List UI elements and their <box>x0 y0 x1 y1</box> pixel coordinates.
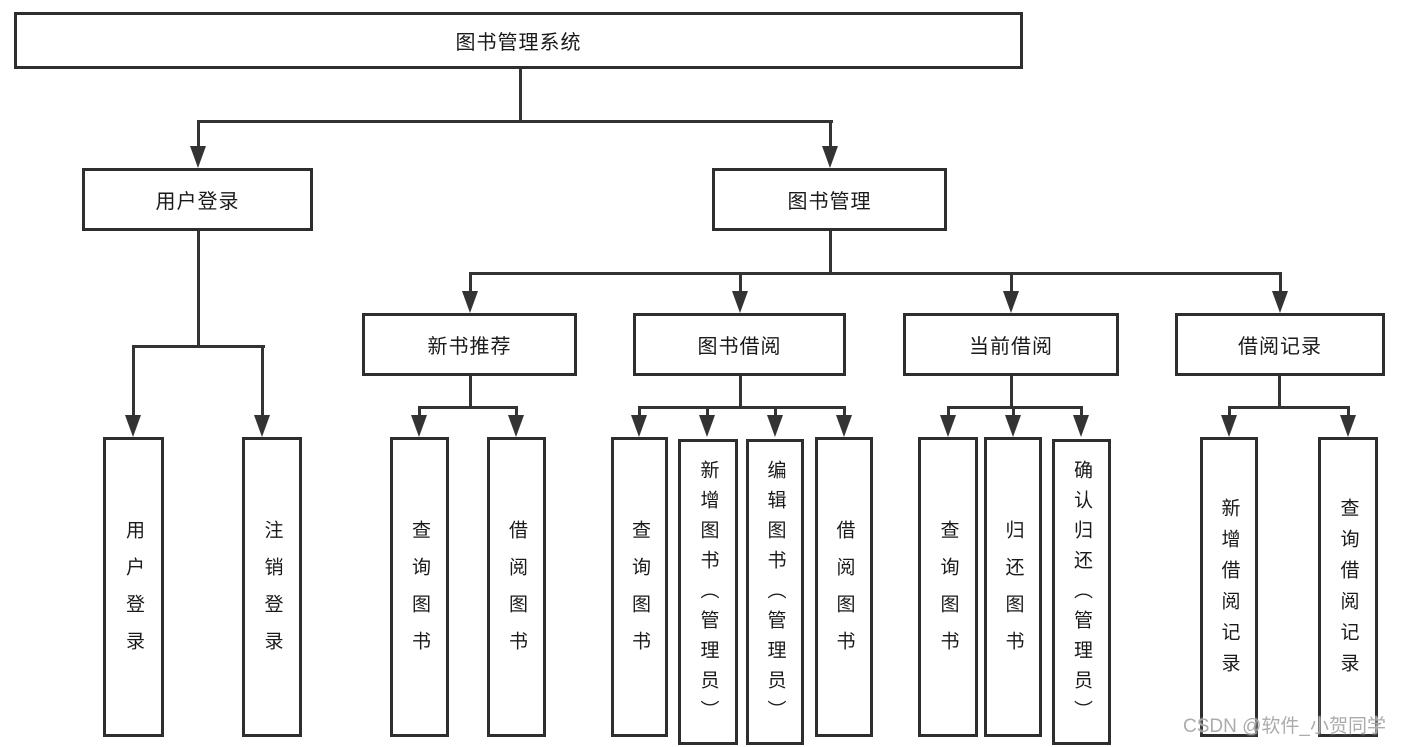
arrow-to-user-login-icon <box>190 146 206 168</box>
edge-group0-stem <box>469 376 472 409</box>
arrow-g1-c0-icon <box>631 415 647 437</box>
edge-to-current <box>1010 272 1013 293</box>
edge-level3-bus <box>469 272 1282 275</box>
node-query-books-1: 查询图书 <box>390 437 449 737</box>
edge-to-new-books <box>469 272 472 293</box>
edge-to-book-mgmt <box>829 120 832 148</box>
edge-g1-c3 <box>843 406 846 418</box>
node-query-borrow-record: 查询借阅记录 <box>1318 437 1378 737</box>
arrow-g1-c3-icon <box>836 415 852 437</box>
edge-g1-c0 <box>638 406 641 418</box>
node-new-book-recommend: 新书推荐 <box>362 313 577 376</box>
edge-g2-c0 <box>947 406 950 418</box>
edge-g2-c2 <box>1080 406 1083 418</box>
node-query-books-2: 查询图书 <box>611 437 668 737</box>
arrow-to-records-icon <box>1272 291 1288 313</box>
arrow-to-book-mgmt-icon <box>822 146 838 168</box>
node-add-borrow-record: 新增借阅记录 <box>1200 437 1258 737</box>
arrow-g2-c0-icon <box>940 415 956 437</box>
edge-root-stem <box>519 69 522 122</box>
arrow-g1-c1-icon <box>699 415 715 437</box>
node-confirm-return-admin: 确认归还（管理员） <box>1052 439 1111 745</box>
edge-group3-stem <box>1278 376 1281 409</box>
edge-user-login-bus <box>132 345 265 348</box>
edge-g1-c2 <box>774 406 777 418</box>
node-query-books-3: 查询图书 <box>918 437 978 737</box>
edge-level2-bus <box>197 120 833 123</box>
node-return-books: 归还图书 <box>984 437 1042 737</box>
edge-to-user-login <box>197 120 200 148</box>
node-borrow-books-1: 借阅图书 <box>487 437 546 737</box>
watermark: CSDN @软件_小贺同学 <box>1183 716 1386 737</box>
arrow-g1-c2-icon <box>767 415 783 437</box>
edge-book-mgmt-stem <box>829 231 832 275</box>
edge-g2-c1 <box>1012 406 1015 418</box>
edge-to-records <box>1279 272 1282 293</box>
edge-group0-bus <box>418 406 518 409</box>
edge-g0-c0 <box>418 406 421 418</box>
node-login: 用户登录 <box>103 437 164 737</box>
edge-group2-stem <box>1010 376 1013 409</box>
arrow-g3-c0-icon <box>1221 415 1237 437</box>
node-root: 图书管理系统 <box>14 12 1023 69</box>
edge-g1-c1 <box>706 406 709 418</box>
node-borrow-books-2: 借阅图书 <box>815 437 873 737</box>
node-book-management: 图书管理 <box>712 168 947 231</box>
edge-group3-bus <box>1228 406 1349 409</box>
arrow-g0-c1-icon <box>508 415 524 437</box>
arrow-to-borrowing-icon <box>732 291 748 313</box>
node-logout: 注销登录 <box>242 437 302 737</box>
arrow-to-logout-icon <box>254 415 270 437</box>
edge-g3-c1 <box>1347 406 1350 418</box>
arrow-to-login-icon <box>125 415 141 437</box>
node-add-books-admin: 新增图书（管理员） <box>678 439 738 745</box>
arrow-g2-c2-icon <box>1073 415 1089 437</box>
arrow-g0-c0-icon <box>411 415 427 437</box>
edge-group1-bus <box>638 406 846 409</box>
arrow-g2-c1-icon <box>1005 415 1021 437</box>
node-edit-books-admin: 编辑图书（管理员） <box>746 439 804 745</box>
node-current-borrowing: 当前借阅 <box>903 313 1119 376</box>
arrow-g3-c1-icon <box>1340 415 1356 437</box>
arrow-to-new-books-icon <box>462 291 478 313</box>
edge-g0-c1 <box>515 406 518 418</box>
edge-group1-stem <box>739 376 742 409</box>
arrow-to-current-icon <box>1003 291 1019 313</box>
edge-user-login-stem <box>197 231 200 347</box>
edge-g3-c0 <box>1228 406 1231 418</box>
edge-to-borrowing <box>739 272 742 293</box>
node-book-borrowing: 图书借阅 <box>633 313 846 376</box>
edge-to-login <box>132 345 135 417</box>
node-user-login: 用户登录 <box>82 168 313 231</box>
node-borrowing-records: 借阅记录 <box>1175 313 1385 376</box>
edge-to-logout <box>261 345 264 417</box>
